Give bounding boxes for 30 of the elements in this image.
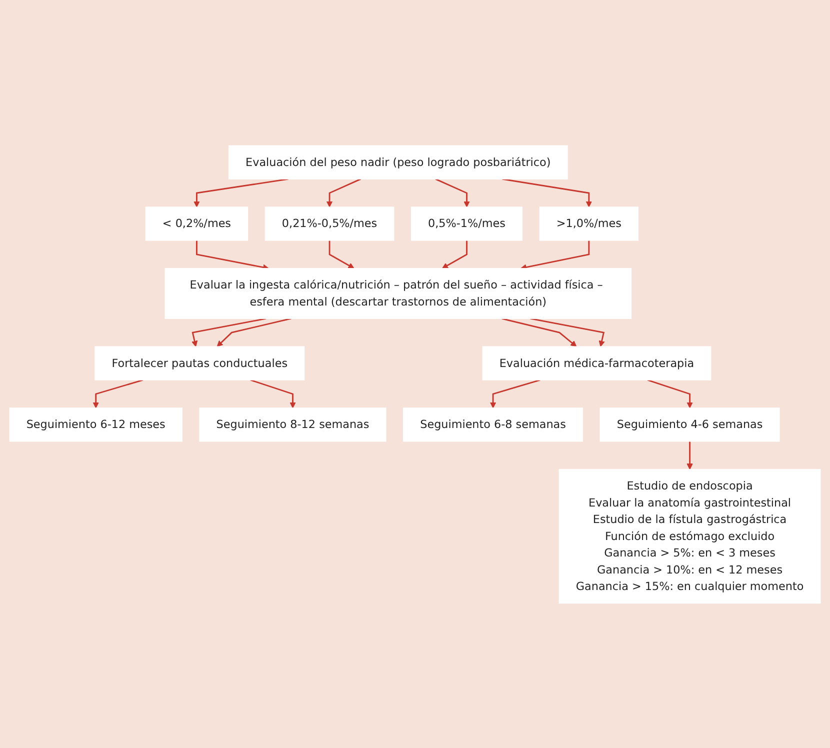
arrow [250,378,296,408]
arrow [92,378,144,408]
arrow [520,240,590,270]
node-box: Seguimiento 8-12 semanas [199,407,386,442]
node-box: >1,0%/mes [539,206,639,240]
arrow [647,378,693,408]
node-box: Evaluación del peso nadir (peso logrado posbariátrico) [228,144,568,179]
arrow [328,240,354,268]
arrow [326,178,361,207]
arrow [530,317,605,346]
arrow [435,178,470,207]
node-box: Estudio de endoscopia Evaluar la anatomía gastrointestinal Estudio de la fístula gastrogástrica Función de estómago excluido Ganancia > 5%: en < 3 meses Ganancia > 10%: en < 12 meses Ganancia > 15%: en cualquier momento [558,468,821,604]
arrow [196,240,269,270]
arrow [502,178,592,207]
node-box: Fortalecer pautas conductuales [94,346,305,380]
node-box: 0,5%-1%/mes [410,206,523,240]
node-box: Evaluar la ingesta calórica/nutrición – patrón del sueño – actividad física – esfera mental (descartar trastornos de alimentación) [164,268,632,319]
arrow [490,378,540,408]
arrow [192,317,266,346]
arrow [502,318,577,346]
node-box: Evaluación médica-farmacoterapia [482,346,712,380]
arrow [686,440,693,470]
arrow [216,318,292,346]
node-box: Seguimiento 6-8 semanas [403,407,584,442]
node-box: < 0,2%/mes [145,206,248,240]
arrow [442,240,468,268]
node-box: 0,21%-0,5%/mes [264,206,394,240]
node-box: Seguimiento 4-6 semanas [600,407,780,442]
arrow [194,178,288,207]
node-box: Seguimiento 6-12 meses [9,407,182,442]
